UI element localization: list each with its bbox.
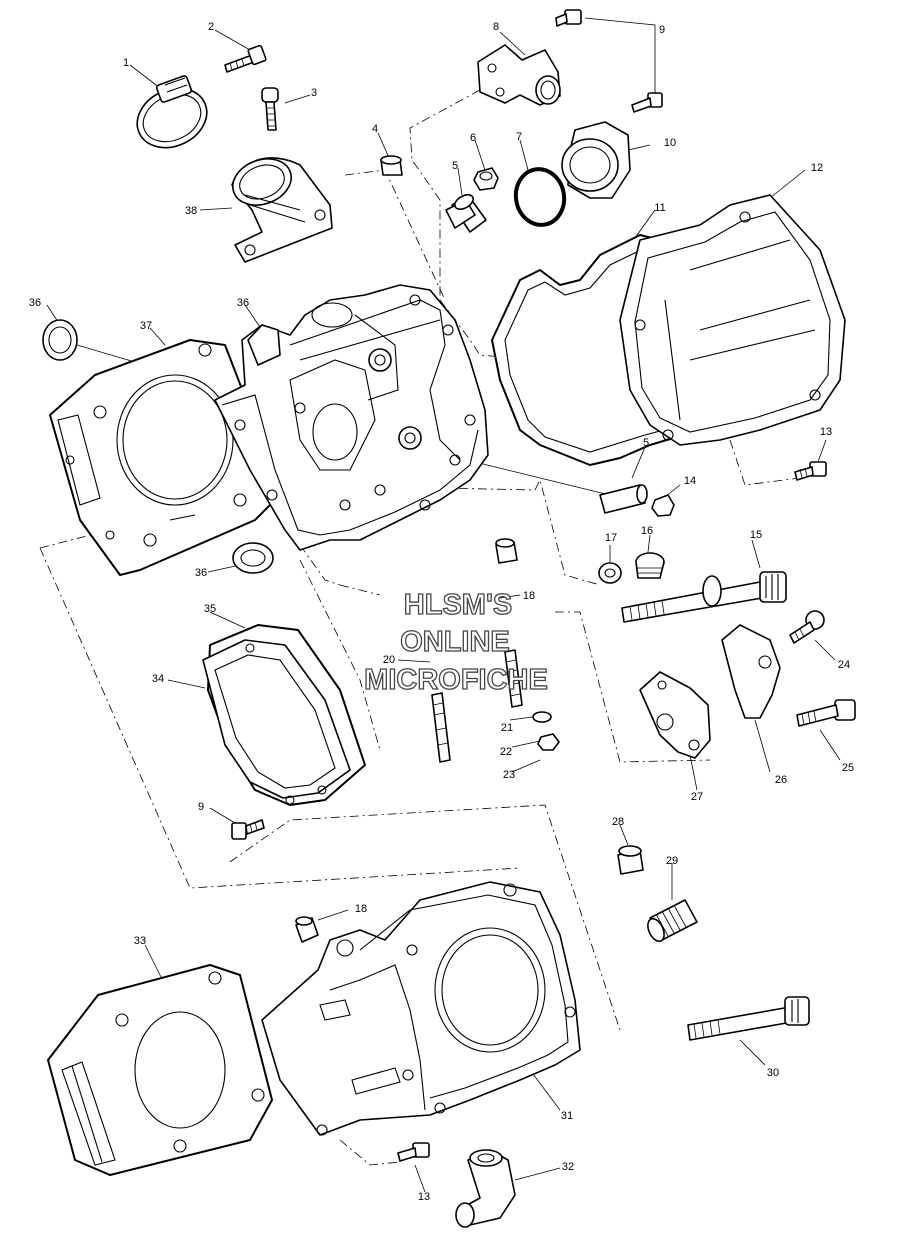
callout-35: 35 (204, 603, 216, 615)
callout-3: 3 (311, 87, 317, 99)
callout-22: 22 (500, 746, 512, 758)
callout-25: 25 (842, 762, 854, 774)
callout-37: 37 (140, 320, 152, 332)
watermark-line-1: HLSM'S (404, 589, 512, 621)
callout-2: 2 (208, 21, 214, 33)
callout-15: 15 (750, 529, 762, 541)
callout-23: 23 (503, 769, 515, 781)
callout-26: 26 (775, 774, 787, 786)
callout-20: 20 (383, 654, 395, 666)
callout-33: 33 (134, 935, 146, 947)
callout-36-left: 36 (29, 297, 41, 309)
callout-12: 12 (811, 162, 823, 174)
part-8-water-outlet (477, 44, 561, 106)
callout-28: 28 (612, 816, 624, 828)
callout-6: 6 (470, 132, 476, 144)
part-10-housing (561, 121, 631, 199)
part-27-bracket (639, 671, 711, 759)
part-12-valve-cover (619, 194, 846, 446)
callout-17: 17 (605, 532, 617, 544)
part-22-nut (537, 733, 560, 751)
callout-9-upper: 9 (659, 24, 665, 36)
part-25-bolt (796, 699, 856, 727)
part-24-bolt (789, 610, 825, 644)
part-4-dowel (380, 155, 403, 176)
cylinder-head-assembly (214, 284, 489, 551)
callout-30: 30 (767, 1067, 779, 1079)
part-36-seal-lower (232, 542, 274, 574)
part-30-long-bolt (687, 996, 810, 1041)
part-29-fitting (647, 899, 698, 943)
part-26-bracket (721, 624, 781, 719)
part-33-cylinder-base-gasket (47, 964, 273, 1176)
callout-21: 21 (501, 722, 513, 734)
callout-36-lower: 36 (195, 567, 207, 579)
part-13-bolt-upper (794, 461, 827, 481)
callout-13-upper: 13 (820, 426, 832, 438)
watermark-line-3: MICROFICHE (364, 664, 548, 696)
part-15-long-bolt (621, 571, 787, 623)
part-37-cylinder-head-gasket (49, 339, 276, 576)
part-9-bolt-mid (631, 92, 663, 113)
part-21-washer (532, 711, 552, 723)
callout-18-lower: 18 (355, 903, 367, 915)
part-34-cover (202, 639, 351, 805)
callout-38: 38 (185, 205, 197, 217)
callout-29: 29 (666, 855, 678, 867)
part-20-stud (431, 649, 523, 763)
part-13-bolt-lower (397, 1142, 430, 1162)
part-17-washer (598, 562, 622, 584)
callout-7: 7 (516, 131, 522, 143)
callout-13-lower: 13 (418, 1191, 430, 1203)
callout-11: 11 (654, 202, 665, 214)
callout-36-head: 36 (237, 297, 249, 309)
part-9-bolt-upper (555, 9, 582, 27)
callout-34: 34 (152, 673, 164, 685)
part-18-dowel-upper (495, 538, 518, 564)
callout-labels: 1 2 3 4 5 5 6 7 8 9 9 10 11 12 13 13 14 … (29, 21, 854, 1203)
callout-31: 31 (561, 1110, 573, 1122)
part-9-bolt-lower (231, 819, 265, 840)
part-5-valve-guide (445, 193, 487, 233)
callout-10: 10 (664, 137, 676, 149)
callout-8: 8 (493, 21, 499, 33)
part-32-elbow-fitting (455, 1149, 516, 1228)
part-31-cylinder (261, 881, 581, 1136)
part-16-plug (635, 552, 665, 579)
part-14-nut (651, 494, 675, 517)
leader-lines (46, 17, 841, 1193)
part-6-nut (473, 167, 499, 191)
part-1-hose-clamp (136, 75, 208, 149)
part-36-seal-left (42, 319, 78, 361)
callout-4: 4 (372, 123, 378, 135)
callout-1: 1 (123, 57, 129, 69)
callout-5-upper: 5 (452, 160, 458, 172)
watermark-line-2: ONLINE (400, 626, 510, 658)
part-7-o-ring (513, 167, 567, 227)
part-5-valve-guide-lower (599, 484, 648, 514)
watermark: HLSM'S ONLINE MICROFICHE (364, 588, 549, 696)
callout-27: 27 (691, 791, 703, 803)
part-38-intake-boot (231, 157, 333, 263)
callout-24: 24 (838, 659, 850, 671)
callout-18-upper: 18 (523, 590, 535, 602)
part-3-socket-bolt (261, 87, 279, 131)
part-28-dowel (617, 845, 644, 875)
part-18-dowel-lower (295, 916, 319, 943)
callout-16: 16 (641, 525, 653, 537)
callout-5-lower: 5 (643, 437, 649, 449)
callout-32: 32 (562, 1161, 574, 1173)
callout-9-lower: 9 (198, 801, 204, 813)
part-2-bolt (224, 44, 267, 73)
callout-14: 14 (684, 475, 696, 487)
